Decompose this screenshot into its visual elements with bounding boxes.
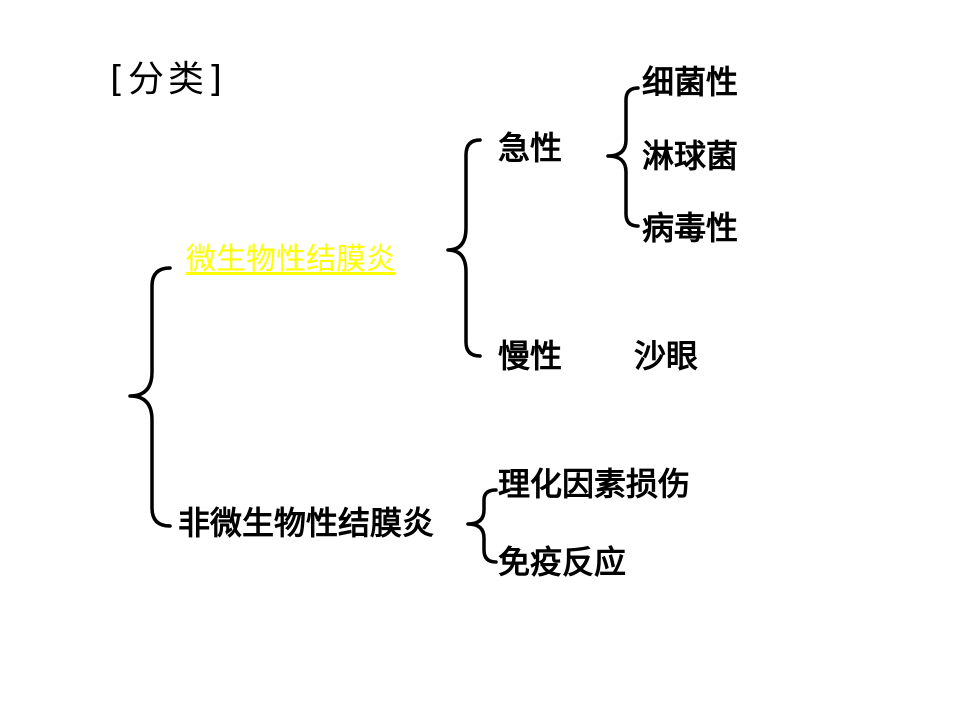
trachoma-label: 沙眼 — [634, 337, 699, 375]
viral-label: 病毒性 — [642, 209, 739, 247]
chronic-label: 慢性 — [498, 337, 563, 375]
microbial-conjunctivitis-link[interactable]: 微生物性结膜炎 — [186, 242, 396, 277]
bacterial-label: 细菌性 — [642, 63, 739, 101]
physical-chemical-injury-label: 理化因素损伤 — [498, 465, 691, 503]
acute-brace — [606, 86, 640, 228]
acute-label: 急性 — [498, 129, 563, 167]
gonococcal-label: 淋球菌 — [642, 137, 739, 175]
microbial-brace — [446, 138, 482, 358]
non-microbial-conjunctivitis-label: 非微生物性结膜炎 — [178, 504, 435, 542]
page-title: [分类] — [110, 59, 227, 100]
non-microbial-brace — [466, 488, 498, 564]
main-brace — [128, 266, 172, 528]
immune-reaction-label: 免疫反应 — [498, 543, 627, 581]
